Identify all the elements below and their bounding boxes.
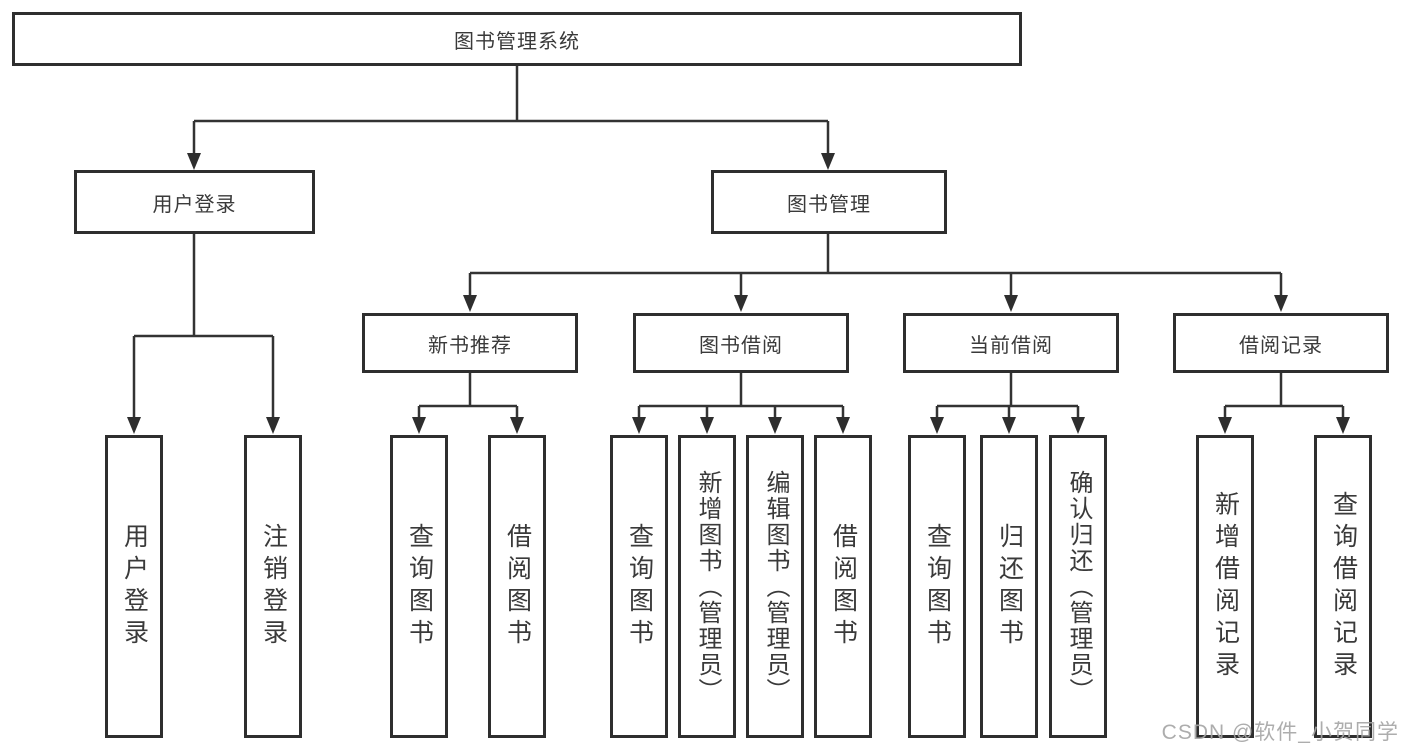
node-label: 借阅图书 (503, 522, 532, 651)
node-label: 图书借阅 (699, 334, 783, 357)
arrowhead (266, 417, 280, 434)
arrowhead (768, 417, 782, 434)
node-label: 图书管理 (787, 193, 871, 216)
arrowhead (836, 417, 850, 434)
arrowhead (1218, 417, 1232, 434)
node-rec-borrow: 借阅图书 (488, 435, 546, 738)
watermark: CSDN @软件_小贺同学 (1161, 721, 1399, 744)
arrowhead (930, 417, 944, 434)
connector-book-mgmt-to-level3 (463, 234, 1288, 312)
node-book-borrow: 图书借阅 (633, 313, 849, 373)
node-current-borrow: 当前借阅 (903, 313, 1119, 373)
node-cur-query: 查询图书 (908, 435, 966, 738)
node-login-logout: 注销登录 (244, 435, 302, 738)
node-borrow-add: 新增图书（管理员） (678, 435, 736, 738)
connector-root-to-level2 (187, 66, 835, 170)
node-book-mgmt: 图书管理 (711, 170, 947, 234)
arrowhead (632, 417, 646, 434)
node-label: 查询图书 (923, 522, 952, 651)
node-user-login: 用户登录 (74, 170, 315, 234)
arrowhead (1336, 417, 1350, 434)
node-label: 查询借阅记录 (1329, 490, 1358, 683)
node-label: 查询图书 (625, 522, 654, 651)
node-rec-query: 查询图书 (390, 435, 448, 738)
node-borrow-edit: 编辑图书（管理员） (746, 435, 804, 738)
node-label: 归还图书 (995, 522, 1024, 651)
node-label: 新增借阅记录 (1211, 490, 1240, 683)
node-label: 新书推荐 (428, 334, 512, 357)
node-label: 用户登录 (120, 522, 149, 651)
arrowhead (510, 417, 524, 434)
node-new-book-rec: 新书推荐 (362, 313, 578, 373)
node-label: 当前借阅 (969, 334, 1053, 357)
node-cur-confirm: 确认归还（管理员） (1049, 435, 1107, 738)
connector-borrow-records-children (1218, 373, 1350, 434)
connector-book-borrow-children (632, 373, 850, 434)
node-label: 用户登录 (152, 193, 237, 216)
node-borrow-borrow: 借阅图书 (814, 435, 872, 738)
node-label: 借阅记录 (1239, 334, 1323, 357)
connector-user-login-children (127, 234, 280, 434)
node-borrow-query: 查询图书 (610, 435, 668, 738)
arrowhead (1071, 417, 1085, 434)
node-label: 注销登录 (259, 522, 288, 651)
node-label: 借阅图书 (829, 522, 858, 651)
node-records-query: 查询借阅记录 (1314, 435, 1372, 738)
node-borrow-records: 借阅记录 (1173, 313, 1389, 373)
node-label: 查询图书 (405, 522, 434, 651)
arrowhead (1274, 295, 1288, 312)
arrowhead (700, 417, 714, 434)
arrowhead (1002, 417, 1016, 434)
node-cur-return: 归还图书 (980, 435, 1038, 738)
node-label: 图书管理系统 (454, 30, 580, 53)
arrowhead (1004, 295, 1018, 312)
node-label: 编辑图书（管理员） (762, 469, 789, 704)
node-label: 确认归还（管理员） (1065, 469, 1092, 704)
arrowhead (127, 417, 141, 434)
connector-current-borrow-children (930, 373, 1085, 434)
node-label: 新增图书（管理员） (694, 469, 721, 704)
arrowhead (821, 153, 835, 170)
node-root: 图书管理系统 (12, 12, 1022, 66)
arrowhead (412, 417, 426, 434)
connector-new-book-rec-children (412, 373, 524, 434)
arrowhead (734, 295, 748, 312)
node-records-add: 新增借阅记录 (1196, 435, 1254, 738)
arrowhead (463, 295, 477, 312)
node-login-user: 用户登录 (105, 435, 163, 738)
arrowhead (187, 153, 201, 170)
